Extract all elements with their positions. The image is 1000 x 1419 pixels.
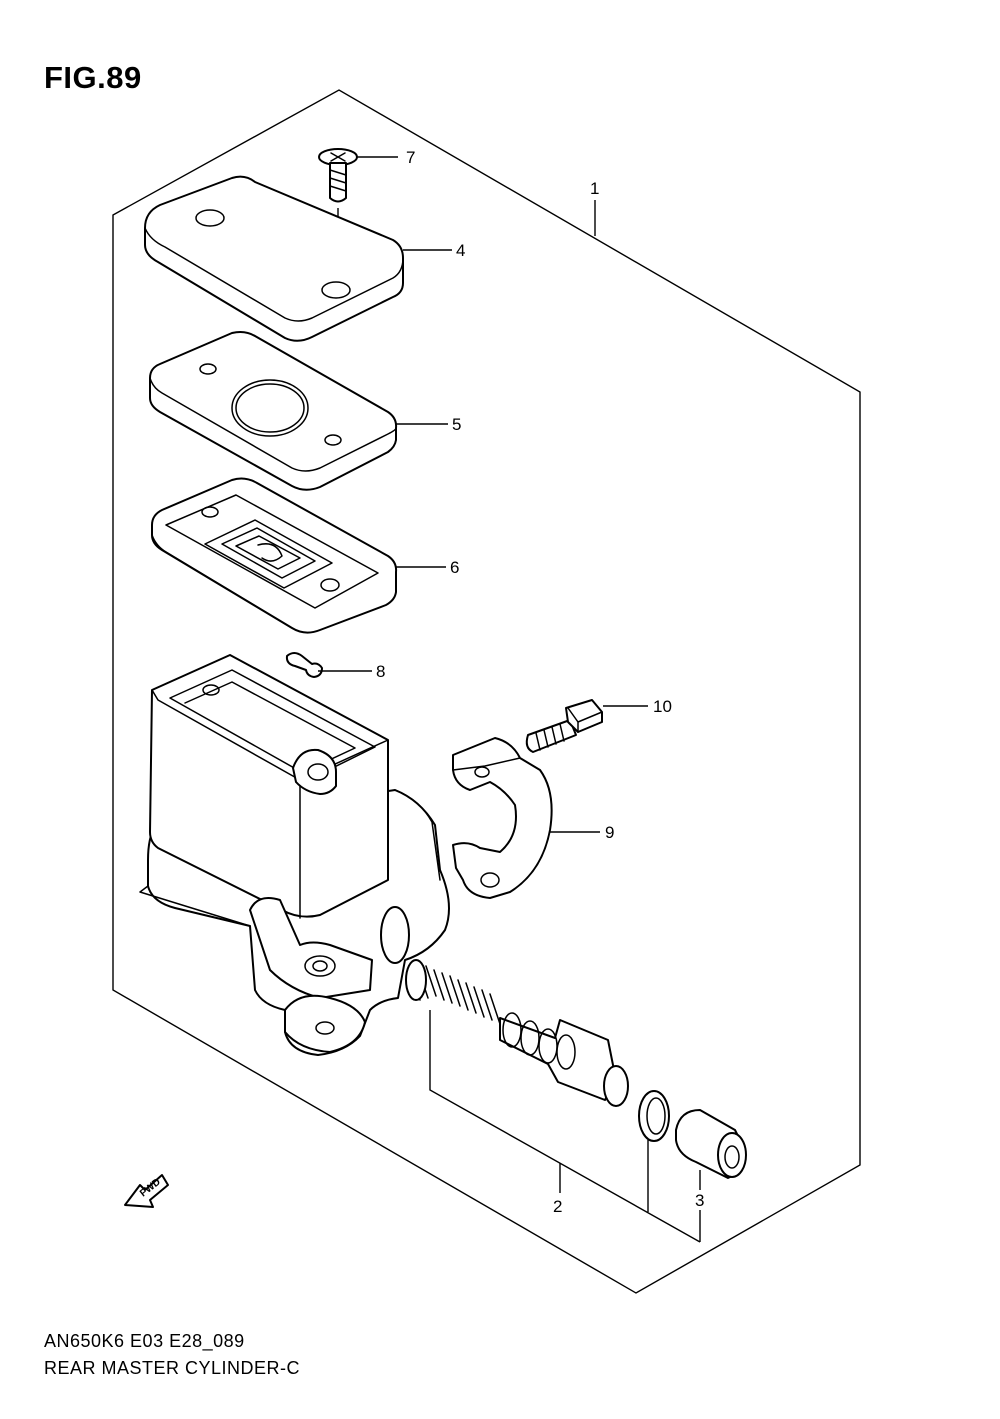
callout-1: 1: [590, 179, 599, 198]
figure-title: FIG.89: [44, 60, 142, 95]
callout-5: 5: [452, 415, 461, 434]
part-4-cap[interactable]: [144, 175, 404, 342]
master-cylinder-body[interactable]: [139, 654, 450, 1056]
fwd-arrow: FWD: [124, 1174, 169, 1208]
part-8-clip[interactable]: [285, 652, 323, 678]
callout-3: 3: [695, 1191, 704, 1210]
callout-4: 4: [456, 241, 465, 260]
leader-lines: [318, 156, 701, 1243]
callout-2: 2: [553, 1197, 562, 1216]
callout-6: 6: [450, 558, 459, 577]
part-9-holder[interactable]: [452, 737, 553, 899]
model-code: AN650K6 E03 E28_089: [44, 1331, 245, 1351]
assembly-outline: [112, 89, 861, 1294]
part-10-bolt[interactable]: [525, 699, 603, 753]
diagram-caption: REAR MASTER CYLINDER-C: [44, 1358, 301, 1378]
callout-9: 9: [605, 823, 614, 842]
part-2-piston-spring-set[interactable]: [405, 959, 629, 1107]
callout-7: 7: [406, 148, 415, 167]
callout-10: 10: [653, 697, 672, 716]
part-6-diaphragm[interactable]: [151, 477, 398, 634]
part-7-screw[interactable]: [318, 148, 358, 203]
part-5-diaphragm-plate[interactable]: [149, 331, 398, 491]
part-3-boot[interactable]: [675, 1109, 747, 1179]
circlip[interactable]: [638, 1090, 670, 1142]
callout-8: 8: [376, 662, 385, 681]
